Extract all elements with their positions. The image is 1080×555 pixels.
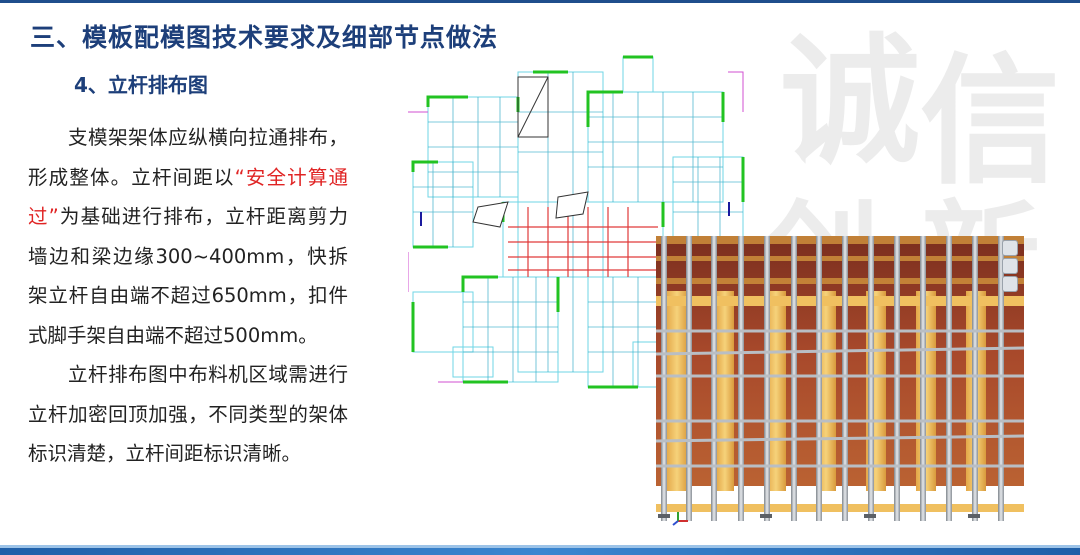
watermark-char-2: 信 [920, 40, 1060, 204]
paragraph-2: 立杆排布图中布料机区域需进行立杆加密回顶加强，不同类型的架体标识清楚，立杆间距标… [28, 363, 348, 465]
paragraph-1: 支模架架体应纵横向拉通排布，形成整体。立杆间距以“安全计算通过”为基础进行排布，… [28, 118, 348, 355]
watermark-char-1: 诚 [780, 20, 920, 184]
paragraph-1-part-2: 为基础进行排布，立杆距离剪力墙边和梁边缘300~400mm，快拆架立杆自由端不超… [28, 205, 348, 347]
orbit-icon[interactable] [1002, 240, 1018, 256]
render-viewer-toolbar [1000, 238, 1020, 298]
footer-accent-line [0, 545, 1080, 548]
body-text: 支模架架体应纵横向拉通排布，形成整体。立杆间距以“安全计算通过”为基础进行排布，… [28, 118, 348, 474]
zoom-icon[interactable] [1002, 258, 1018, 274]
footer-bar [0, 548, 1080, 555]
top-rule [0, 0, 1080, 3]
slide-title: 三、模板配模图技术要求及细部节点做法 [30, 23, 499, 52]
scaffold-3d-render [656, 236, 1024, 528]
section-subtitle: 4、立杆排布图 [74, 73, 208, 97]
view-cube-icon[interactable] [1002, 276, 1018, 292]
paragraph-1-part-1: 支模架架体应纵横向拉通排布，形成整体。立杆间距以 [28, 126, 348, 189]
highlighted-phrase: “安全计算通过” [28, 165, 348, 229]
